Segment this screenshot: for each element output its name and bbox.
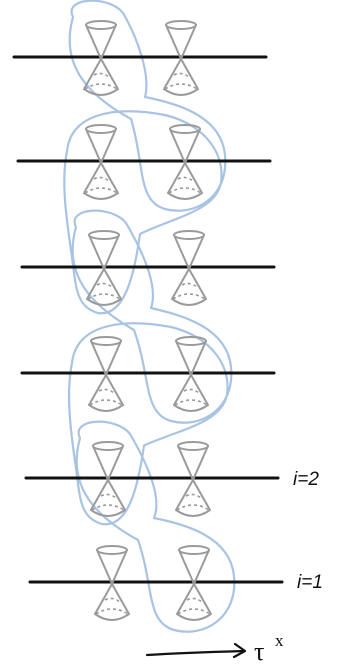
encirclement-loop: [69, 323, 227, 524]
row-lines: [14, 57, 282, 582]
encirclement-group: [64, 1, 234, 632]
encirclement-loop: [77, 422, 235, 632]
axis-superscript: x: [275, 631, 284, 650]
row-label-i1: i=1: [297, 572, 323, 593]
encirclement-loop: [70, 1, 226, 211]
tau-x-axis: τ x: [147, 631, 284, 666]
axis-arrow-shaft: [147, 651, 244, 655]
row-label-i2: i=2: [293, 469, 319, 490]
axis-symbol: τ: [254, 637, 264, 666]
